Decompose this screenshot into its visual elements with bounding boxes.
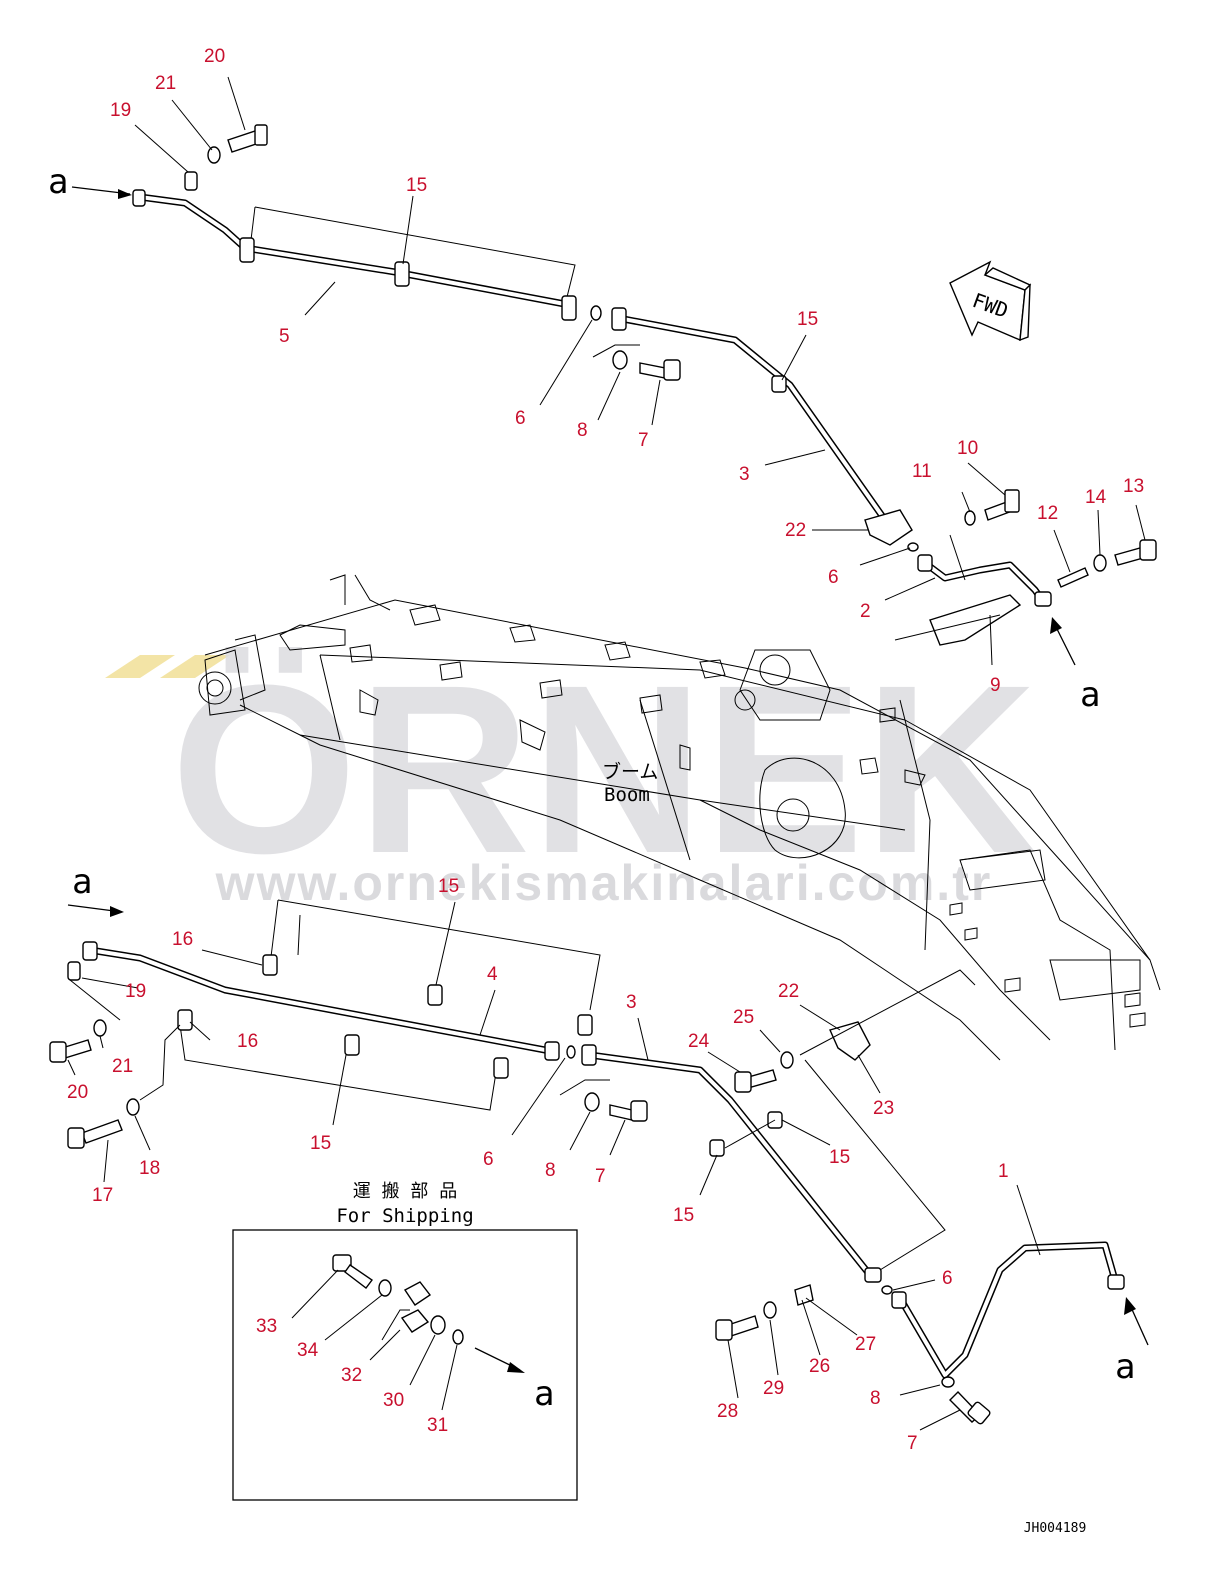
lower-assembly	[49, 899, 1125, 1425]
callout-16-lower-b: 16	[237, 1031, 258, 1052]
watermark-accent-left	[105, 655, 175, 678]
callout-21-upper: 21	[155, 73, 176, 94]
callout-17: 17	[92, 1185, 113, 1206]
boom-label-jp: ブーム	[602, 760, 658, 783]
callout-5: 5	[279, 326, 290, 347]
callout-15-lower-b: 15	[310, 1133, 331, 1154]
callout-7-lower-b: 7	[907, 1433, 918, 1454]
view-marker-a-upper-left: a	[48, 162, 68, 202]
callout-15-upper-a: 15	[406, 175, 427, 196]
callout-7-lower: 7	[595, 1166, 606, 1187]
callout-27: 27	[855, 1334, 876, 1355]
callout-32: 32	[341, 1365, 362, 1386]
leader-lines	[67, 76, 1149, 1431]
callout-22-upper: 22	[785, 520, 806, 541]
callout-6-lower: 6	[483, 1149, 494, 1170]
callout-15-lower-a: 15	[438, 876, 459, 897]
callout-numbers: 20 21 19 15 5 6 8 7 15 3 22 6 2 9 11 10 …	[67, 46, 1144, 1454]
callout-23: 23	[873, 1098, 894, 1119]
shipping-label-en: For Shipping	[336, 1205, 473, 1227]
callout-19-lower: 19	[125, 981, 146, 1002]
callout-15-lower-d: 15	[673, 1205, 694, 1226]
view-marker-a-lower-left: a	[72, 862, 92, 902]
callout-7-upper: 7	[638, 430, 649, 451]
callout-21-lower: 21	[112, 1056, 133, 1077]
callout-13: 13	[1123, 476, 1144, 497]
callout-8-lower: 8	[545, 1160, 556, 1181]
callout-20-lower: 20	[67, 1082, 88, 1103]
boom-structure: ブーム Boom	[198, 574, 1161, 1061]
view-marker-a-shipping: a	[534, 1374, 554, 1414]
callout-6-upper: 6	[515, 408, 526, 429]
callout-11: 11	[912, 461, 932, 482]
callout-30: 30	[383, 1390, 404, 1411]
callout-8-lower-b: 8	[870, 1388, 881, 1409]
callout-29: 29	[763, 1378, 784, 1399]
view-marker-a-right: a	[1080, 675, 1100, 715]
watermark: ÖRNEK www.ornekismakinalari.com.tr	[105, 635, 1037, 911]
callout-15-upper-b: 15	[797, 309, 818, 330]
callout-3-upper: 3	[739, 464, 750, 485]
callout-4: 4	[487, 964, 498, 985]
view-marker-a-lower-right: a	[1115, 1347, 1135, 1387]
callout-31: 31	[427, 1415, 448, 1436]
callout-2: 2	[860, 601, 871, 622]
callout-15-lower-c: 15	[829, 1147, 850, 1168]
callout-6-upper-b: 6	[828, 567, 839, 588]
callout-33: 33	[256, 1316, 277, 1337]
fwd-arrow: FWD	[949, 260, 1032, 342]
callout-28: 28	[717, 1401, 738, 1422]
callout-24: 24	[688, 1031, 710, 1052]
callout-18: 18	[139, 1158, 160, 1179]
callout-25: 25	[733, 1007, 754, 1028]
callout-10: 10	[957, 438, 978, 459]
callout-12: 12	[1037, 503, 1058, 524]
view-markers: a a a a a	[48, 162, 1135, 1414]
callout-3-lower: 3	[626, 992, 637, 1013]
upper-assembly	[132, 124, 1157, 646]
callout-14: 14	[1085, 487, 1107, 508]
drawing-number: JH004189	[1024, 1521, 1087, 1536]
callout-26: 26	[809, 1356, 830, 1377]
watermark-accent-right	[160, 655, 230, 678]
callout-6-lower-b: 6	[942, 1268, 953, 1289]
watermark-url: www.ornekismakinalari.com.tr	[215, 855, 993, 911]
watermark-brand: ÖRNEK	[171, 635, 1038, 903]
callout-20-upper: 20	[204, 46, 225, 67]
shipping-label-jp: 運 搬 部 品	[353, 1181, 458, 1202]
callout-9: 9	[990, 675, 1001, 696]
callout-1: 1	[998, 1161, 1009, 1182]
callout-22-lower: 22	[778, 981, 799, 1002]
shipping-box: 運 搬 部 品 For Shipping	[232, 1181, 578, 1501]
callout-19-upper: 19	[110, 100, 131, 121]
boom-label-en: Boom	[604, 784, 650, 806]
callout-34: 34	[297, 1340, 319, 1361]
callout-16-lower-a: 16	[172, 929, 193, 950]
callout-8-upper: 8	[577, 420, 588, 441]
